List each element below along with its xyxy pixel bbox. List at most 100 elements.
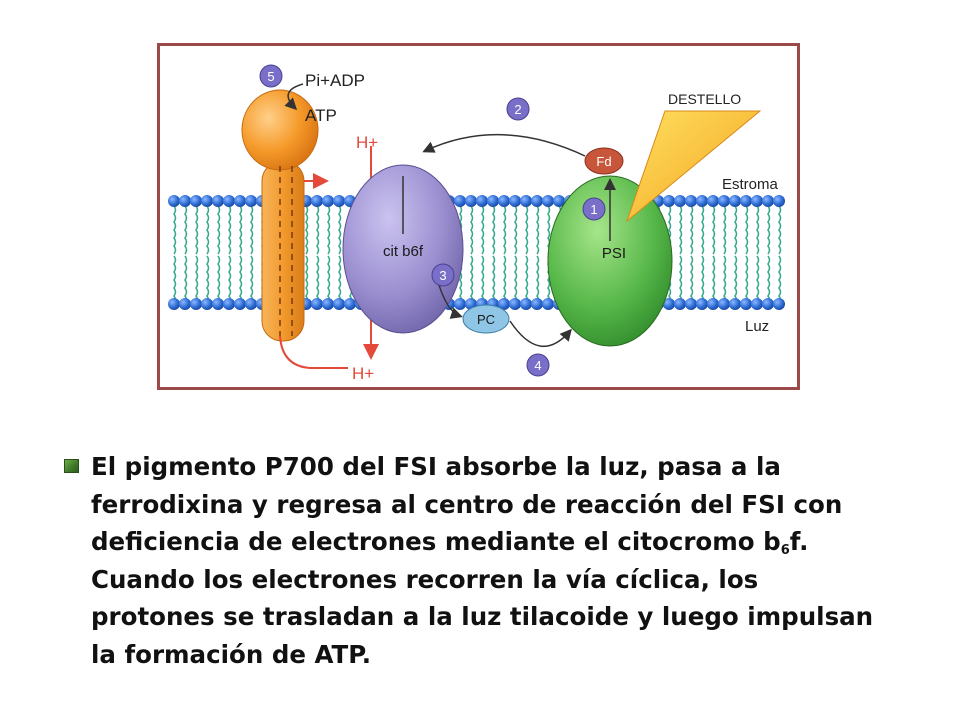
step-4: 4 [526, 353, 550, 377]
lipid-tail [767, 255, 771, 305]
lipid-tail [338, 205, 342, 255]
lipid-tail [745, 205, 749, 255]
lipid-tail [701, 205, 705, 255]
lipid-head [234, 195, 246, 207]
lipid-tail [723, 255, 727, 305]
h-plus-bottom-label: H+ [352, 364, 374, 383]
lipid-tail [701, 255, 705, 305]
lipid-tail [481, 255, 485, 305]
lipid-head [707, 298, 719, 310]
lipid-head [322, 298, 334, 310]
lipid-tail [316, 255, 320, 305]
pc-label: PC [477, 312, 495, 327]
lipid-head [234, 298, 246, 310]
lipid-head [531, 195, 543, 207]
lipid-tail [679, 205, 683, 255]
lipid-tail [514, 205, 518, 255]
lipid-tail [338, 255, 342, 305]
lipid-head [696, 298, 708, 310]
h-plus-top-label: H+ [356, 133, 378, 152]
lipid-tail [525, 205, 529, 255]
lipid-head [201, 298, 213, 310]
atp-synthase-head [241, 89, 319, 171]
svg-text:1: 1 [590, 202, 597, 217]
step-3: 3 [431, 263, 455, 287]
svg-text:5: 5 [267, 69, 274, 84]
lipid-tail [470, 255, 474, 305]
lipid-head [740, 195, 752, 207]
lipid-tail [228, 255, 232, 305]
lipid-head [542, 195, 554, 207]
lipid-head [751, 195, 763, 207]
lipid-tail [734, 255, 738, 305]
light-flash [625, 110, 762, 223]
lipid-head [179, 195, 191, 207]
lipid-tail [756, 205, 760, 255]
step-5: 5 [259, 64, 283, 88]
lipid-tail [206, 255, 210, 305]
lipid-head [685, 195, 697, 207]
lipid-head [190, 298, 202, 310]
svg-text:4: 4 [534, 358, 541, 373]
lipid-tail [184, 205, 188, 255]
ferredoxin [584, 147, 624, 175]
lipid-tail [217, 255, 221, 305]
lipid-head [663, 298, 675, 310]
lipid-head [245, 195, 257, 207]
lipid-head [454, 195, 466, 207]
plastocyanin [462, 304, 510, 334]
lipid-head [674, 195, 686, 207]
lipid-tail [206, 205, 210, 255]
lipid-head [223, 298, 235, 310]
lipid-head [476, 195, 488, 207]
lipid-head [311, 298, 323, 310]
lipid-tail [679, 255, 683, 305]
lipid-head [729, 195, 741, 207]
lipid-tail [305, 255, 309, 305]
lipid-tail [767, 205, 771, 255]
atp-synthase-stalk [261, 160, 305, 342]
lipid-tail [481, 205, 485, 255]
atp-synthase [241, 89, 319, 342]
lipid-head [190, 195, 202, 207]
lipid-tail [745, 255, 749, 305]
lipid-head [707, 195, 719, 207]
lipid-head [168, 298, 180, 310]
lipid-tail [239, 255, 243, 305]
lipid-head [201, 195, 213, 207]
lipid-tail [690, 205, 694, 255]
lipid-tail [536, 205, 540, 255]
lipid-head [685, 298, 697, 310]
lipid-head [333, 195, 345, 207]
lipid-head [718, 298, 730, 310]
lipid-head [333, 298, 345, 310]
lipid-head [729, 298, 741, 310]
fd-label: Fd [596, 154, 611, 169]
lipid-tail [470, 205, 474, 255]
lipid-tail [778, 205, 782, 255]
lipid-tail [217, 205, 221, 255]
lipid-head [696, 195, 708, 207]
lipid-head [311, 195, 323, 207]
lipid-tail [503, 255, 507, 305]
cit-b6f-label: cit b6f [383, 243, 424, 260]
svg-text:2: 2 [514, 102, 521, 117]
lipid-head [531, 298, 543, 310]
lipid-head [718, 195, 730, 207]
lipid-tail [536, 255, 540, 305]
luz-label: Luz [745, 318, 769, 335]
lipid-head [751, 298, 763, 310]
caption-subscript: 6 [780, 543, 790, 558]
svg-text:3: 3 [439, 268, 446, 283]
lipid-tail [173, 205, 177, 255]
lipid-tail [734, 205, 738, 255]
lipid-tail [723, 205, 727, 255]
lipid-tail [514, 255, 518, 305]
caption-part-2: f. Cuando los electrones recorren la vía… [91, 527, 874, 669]
lipid-head [454, 298, 466, 310]
lipid-head [520, 195, 532, 207]
lipid-head [773, 298, 785, 310]
lipid-head [487, 195, 499, 207]
lipid-tail [250, 205, 254, 255]
pi-adp-label: Pi+ADP [305, 71, 365, 90]
